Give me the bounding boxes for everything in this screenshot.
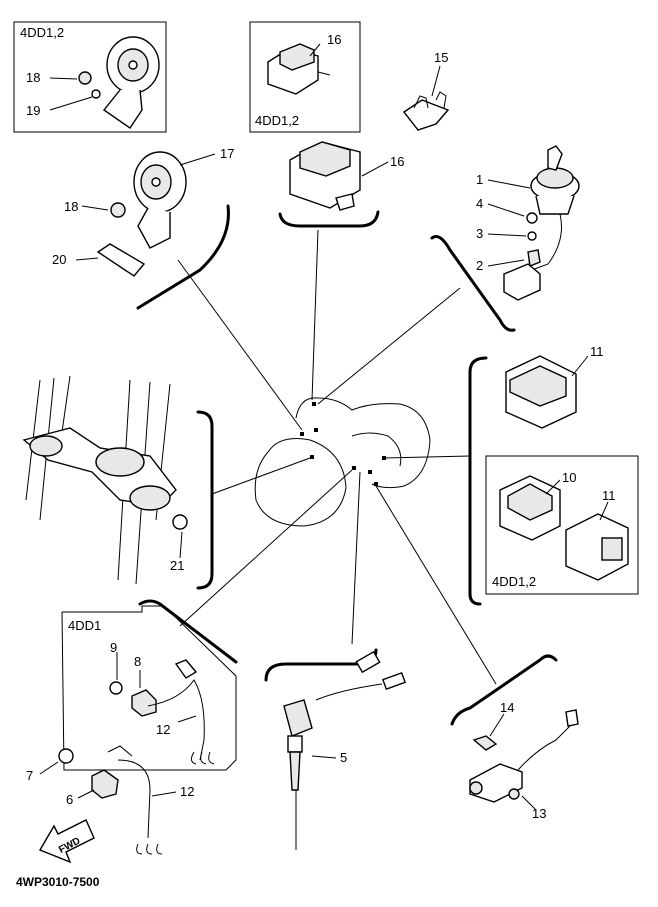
callout-12a: 12 [156, 722, 170, 737]
motorcycle-outline [254, 397, 431, 527]
horn-part-small [78, 36, 160, 129]
callout-3: 3 [476, 226, 483, 241]
unit-part-11-small [565, 513, 629, 581]
horn-variant-label: 4DD1,2 [20, 25, 64, 40]
front-fork-part [22, 375, 188, 585]
relay-part-small [267, 43, 331, 95]
unit-part-10 [499, 475, 561, 541]
switch-variant-box: 4DD1 [61, 599, 238, 771]
washer-4 [526, 212, 538, 224]
switch-part-6 [91, 745, 163, 855]
callout-11a: 11 [590, 344, 604, 359]
callout-9: 9 [110, 640, 117, 655]
clip-part-15 [402, 91, 450, 131]
callout-13: 13 [532, 806, 546, 821]
callout-10: 10 [562, 470, 576, 485]
unit-part-11-main [505, 355, 577, 429]
washer-19 [91, 89, 101, 99]
unit-variant-label: 4DD1,2 [492, 574, 536, 589]
callout-17: 17 [220, 146, 234, 161]
mount-point-4 [310, 455, 314, 459]
callout-20: 20 [52, 252, 66, 267]
washer-9 [109, 681, 123, 695]
mount-point-5 [352, 466, 356, 470]
bolt-18-small [78, 71, 92, 85]
switch-variant-label: 4DD1 [68, 618, 101, 633]
switch-part-13 [469, 709, 579, 803]
callout-16a: 16 [327, 32, 341, 47]
callout-11b: 11 [602, 488, 616, 503]
relay-part-16 [289, 141, 361, 211]
callout-1: 1 [476, 172, 483, 187]
sensor-part-5 [264, 648, 407, 850]
mount-point-8 [374, 482, 378, 486]
horn-part-17 [110, 151, 187, 249]
mount-point-3 [314, 428, 318, 432]
leader-lines [177, 229, 497, 685]
switch-part-8 [131, 659, 215, 765]
unit-variant-box: 4DD1,2 [485, 455, 639, 595]
screw-21 [172, 514, 188, 530]
mount-point-1 [312, 402, 316, 406]
callout-7: 7 [26, 768, 33, 783]
callout-2: 2 [476, 258, 483, 273]
connector-2 [527, 249, 541, 267]
washer-7 [58, 748, 74, 764]
bolt-18 [110, 202, 126, 218]
callout-16b: 16 [390, 154, 404, 169]
bolt-14 [472, 735, 498, 751]
callout-4: 4 [476, 196, 483, 211]
callout-21: 21 [170, 558, 184, 573]
mount-point-2 [300, 432, 304, 436]
callout-6: 6 [66, 792, 73, 807]
mount-point-6 [368, 470, 372, 474]
callout-8: 8 [134, 654, 141, 669]
callout-12b: 12 [180, 784, 194, 799]
callout-18a: 18 [26, 70, 40, 85]
callout-15: 15 [434, 50, 448, 65]
tape-part-20 [96, 243, 146, 277]
diagram-code: 4WP3010-7500 [16, 875, 100, 889]
callout-5: 5 [340, 750, 347, 765]
main-switch-part-1 [503, 145, 580, 301]
callout-18b: 18 [64, 199, 78, 214]
horn-variant-box: 4DD1,2 18 19 [13, 21, 167, 133]
fwd-arrow-icon: FWD [38, 819, 95, 864]
callout-19: 19 [26, 103, 40, 118]
callout-14: 14 [500, 700, 514, 715]
relay-variant-label: 4DD1,2 [255, 113, 299, 128]
relay-variant-box: 4DD1,2 16 [249, 21, 361, 133]
washer-3 [527, 231, 537, 241]
